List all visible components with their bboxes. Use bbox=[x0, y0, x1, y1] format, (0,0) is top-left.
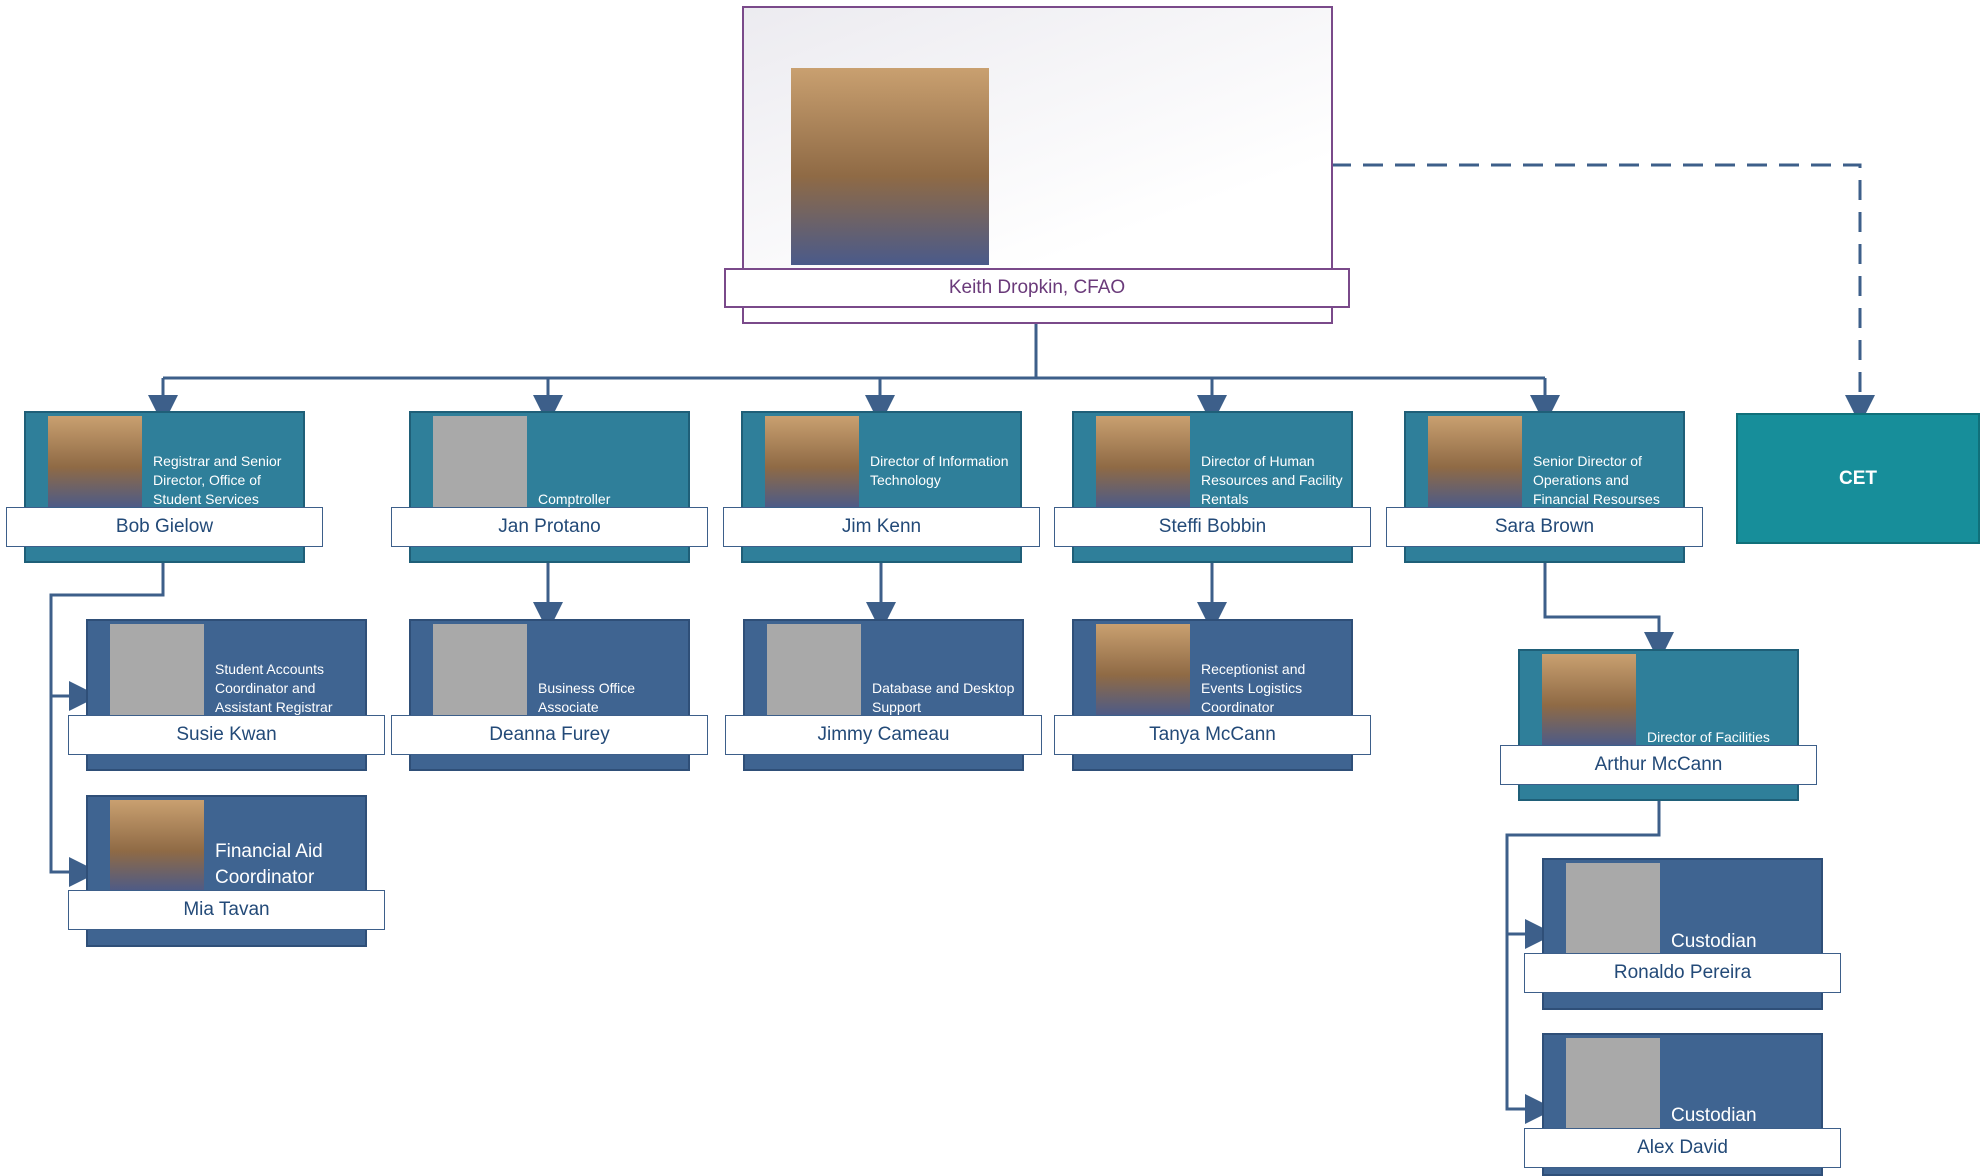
avatar-placeholder-icon bbox=[110, 624, 204, 717]
staff-name: Deanna Furey bbox=[391, 715, 708, 755]
cet-box[interactable]: CET bbox=[1736, 413, 1980, 544]
executive-card[interactable] bbox=[742, 6, 1333, 318]
manager-name: Steffi Bobbin bbox=[1054, 507, 1371, 547]
staff-name: Arthur McCann bbox=[1500, 745, 1817, 785]
job-title: Business Office Associate bbox=[538, 680, 636, 715]
avatar bbox=[1428, 416, 1522, 509]
staff-name: Jimmy Cameau bbox=[725, 715, 1042, 755]
avatar bbox=[48, 416, 142, 509]
job-title: Database and Desktop Support bbox=[872, 680, 1015, 715]
executive-name: Keith Dropkin, CFAO bbox=[724, 268, 1350, 308]
avatar-placeholder-icon bbox=[433, 624, 527, 717]
avatar-placeholder-icon bbox=[1566, 1038, 1660, 1131]
job-title: Custodian bbox=[1671, 931, 1757, 952]
staff-name: Tanya McCann bbox=[1054, 715, 1371, 755]
avatar bbox=[1096, 624, 1190, 717]
avatar-placeholder-icon bbox=[433, 416, 527, 509]
avatar-placeholder-icon bbox=[1566, 863, 1660, 956]
job-title: Comptroller bbox=[538, 491, 611, 507]
job-title: Senior Director of Operations and Financ… bbox=[1533, 453, 1660, 507]
staff-name: Mia Tavan bbox=[68, 890, 385, 930]
job-title: Registrar and Senior Director, Office of… bbox=[153, 453, 282, 507]
manager-name: Jim Kenn bbox=[723, 507, 1040, 547]
job-title: Director of Human Resources and Facility… bbox=[1201, 453, 1343, 507]
job-title: Financial Aid Coordinator bbox=[215, 841, 323, 888]
staff-name: Ronaldo Pereira bbox=[1524, 953, 1841, 993]
manager-name: Sara Brown bbox=[1386, 507, 1703, 547]
executive-photo bbox=[791, 68, 989, 265]
avatar bbox=[110, 800, 204, 893]
avatar bbox=[765, 416, 859, 509]
staff-name: Alex David bbox=[1524, 1128, 1841, 1168]
job-title: Student Accounts Coordinator and Assista… bbox=[215, 661, 333, 715]
manager-name: Jan Protano bbox=[391, 507, 708, 547]
job-title: Receptionist and Events Logistics Coordi… bbox=[1201, 661, 1306, 715]
job-title: Director of Information Technology bbox=[870, 453, 1009, 488]
avatar bbox=[1542, 654, 1636, 747]
avatar-placeholder-icon bbox=[767, 624, 861, 717]
job-title: Director of Facilities bbox=[1647, 729, 1770, 745]
staff-name: Susie Kwan bbox=[68, 715, 385, 755]
job-title: Custodian bbox=[1671, 1105, 1757, 1126]
manager-name: Bob Gielow bbox=[6, 507, 323, 547]
avatar bbox=[1096, 416, 1190, 509]
